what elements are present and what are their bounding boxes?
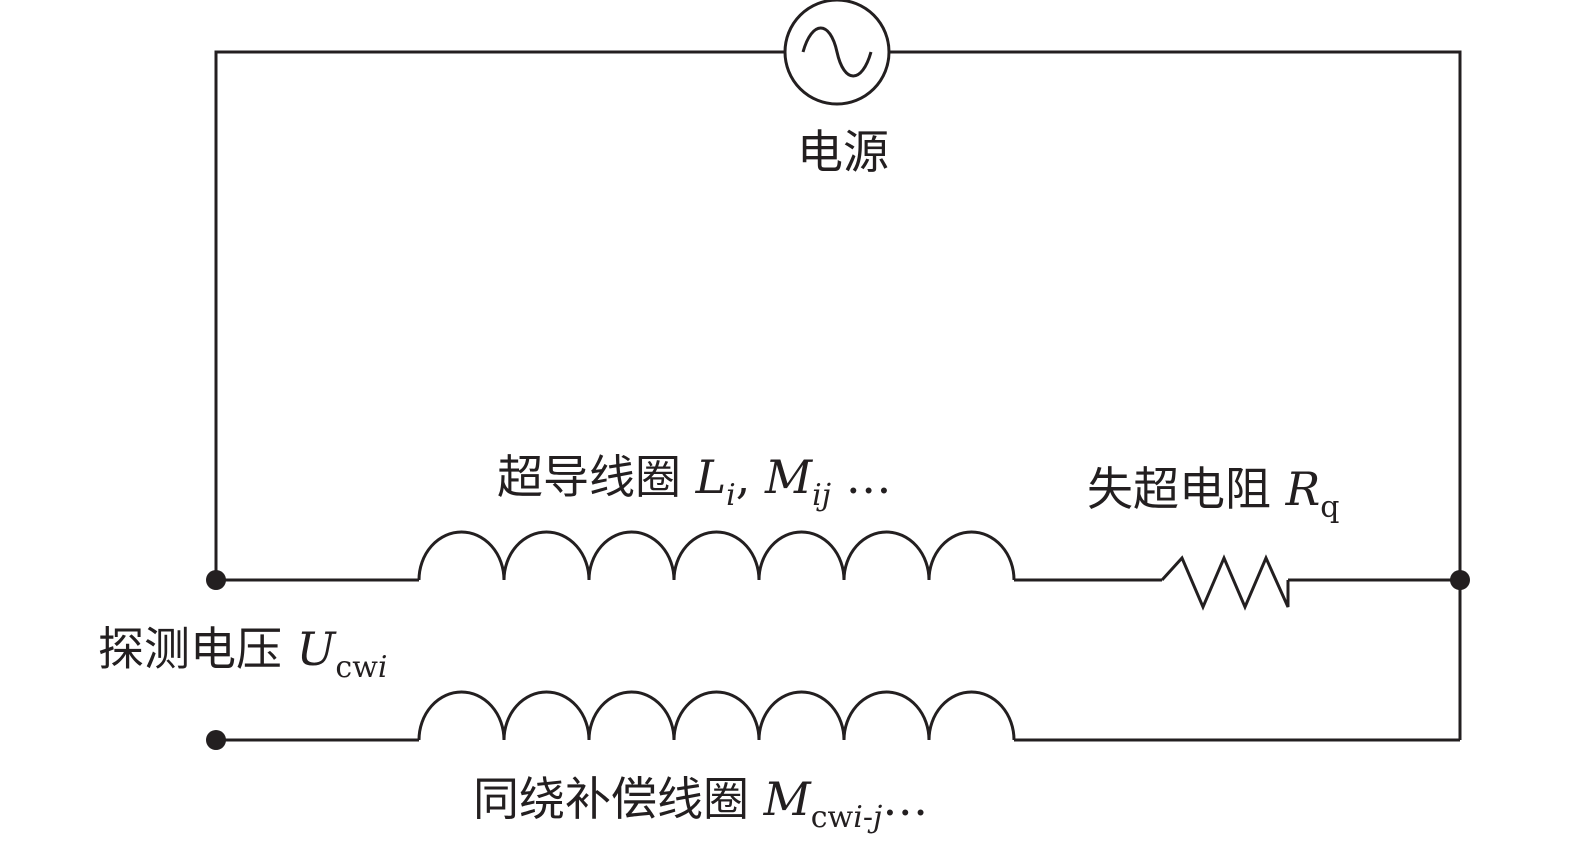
superconducting-coil-label: 超导线圈 Li, Mij … <box>497 450 892 513</box>
node-left-upper <box>206 570 226 590</box>
compensation-coil-icon <box>417 690 1016 741</box>
superconducting-coil-icon <box>417 530 1016 581</box>
quench-resistor-label: 失超电阻 Rq <box>1087 462 1339 525</box>
wire-top-right <box>889 50 1462 740</box>
node-left-lower <box>206 730 226 750</box>
probe-voltage-label: 探测电压 Ucwi <box>98 622 388 685</box>
ac-source-icon <box>783 0 891 106</box>
node-right <box>1450 570 1470 590</box>
compensation-coil-label: 同绕补偿线圈 Mcwi-j… <box>473 772 928 835</box>
wire-top-left <box>214 50 785 580</box>
quench-resistor-icon <box>1160 554 1290 611</box>
power-source-label: 电源 <box>797 125 889 179</box>
